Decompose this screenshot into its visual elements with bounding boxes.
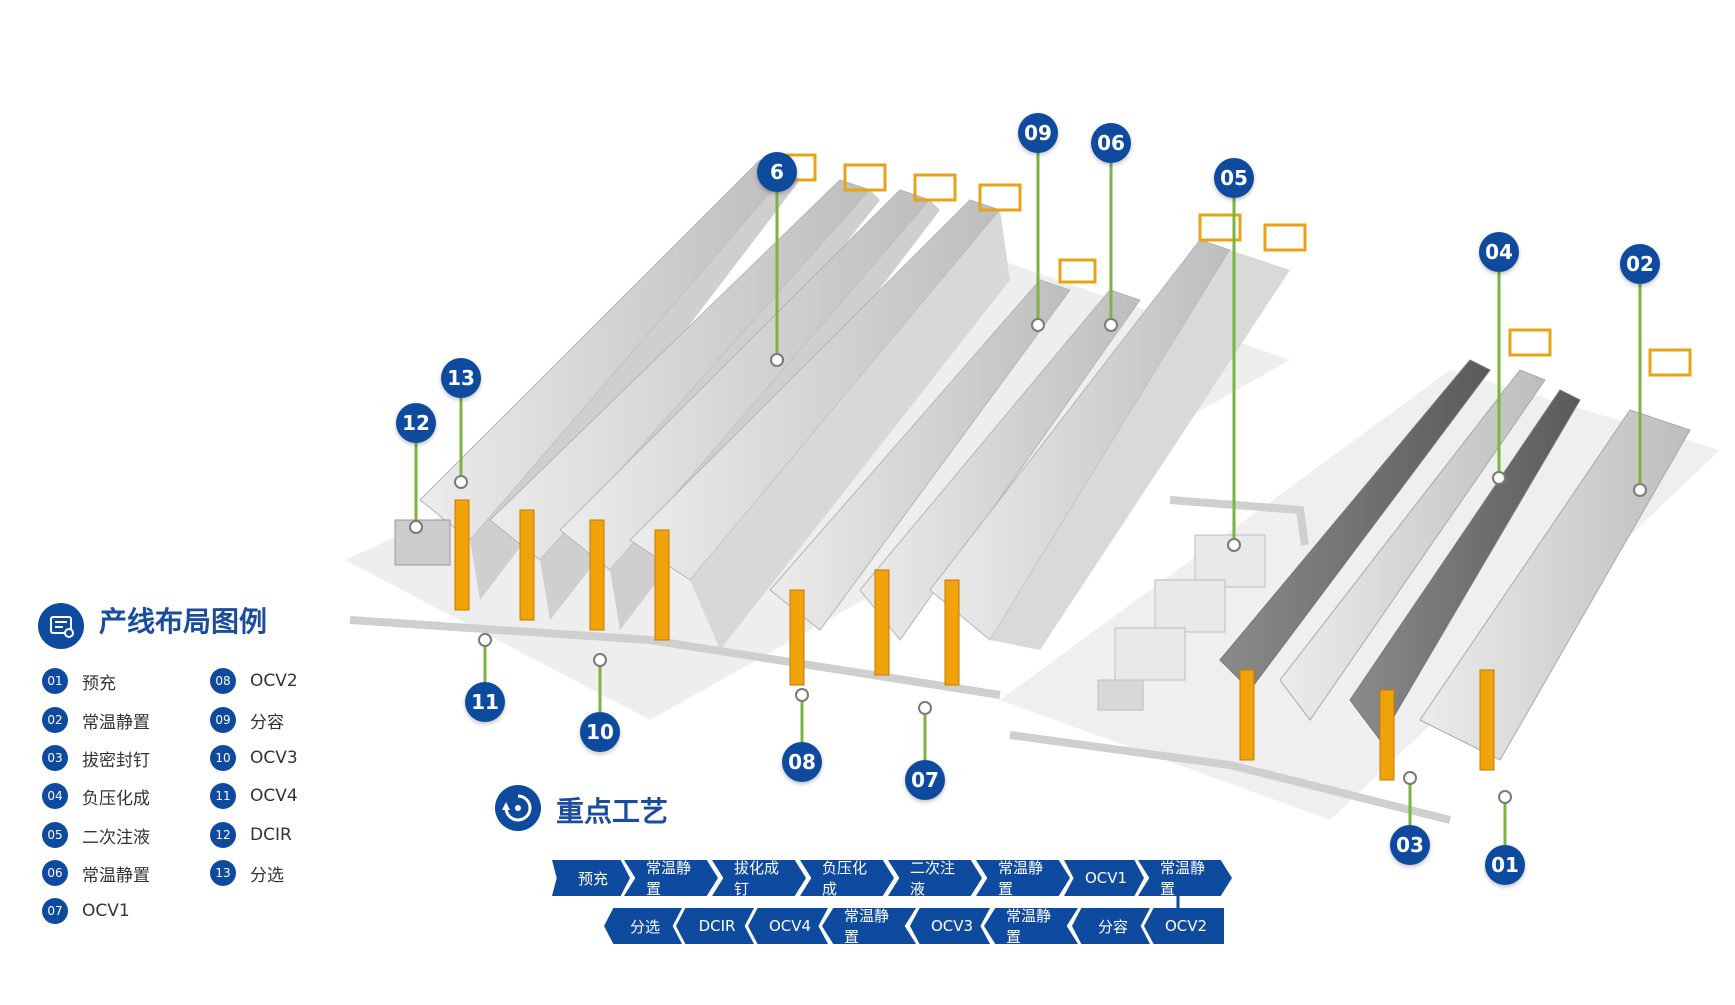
legend-item: 04 负压化成 [42, 783, 150, 809]
process-step: 拔化成钉 [712, 860, 806, 896]
process-step: 负压化成 [800, 860, 894, 896]
marker-03: 03 [1390, 825, 1430, 865]
process-icon [495, 785, 541, 831]
legend-label: OCV2 [250, 671, 298, 691]
process-step: 常温静置 [624, 860, 718, 896]
legend-icon [38, 603, 84, 649]
process-step: 常温静置 [976, 860, 1070, 896]
legend-num: 05 [42, 822, 68, 848]
marker-04: 04 [1479, 232, 1519, 272]
legend-item: 12 DCIR [210, 822, 292, 848]
legend-num: 08 [210, 668, 236, 694]
legend-item: 05 二次注液 [42, 822, 150, 848]
legend-num: 11 [210, 783, 236, 809]
process-step: OCV1 [1064, 860, 1144, 896]
marker-01: 01 [1485, 845, 1525, 885]
marker-6: 6 [757, 152, 797, 192]
legend-item: 03 拔密封钉 [42, 745, 150, 771]
rack-rows-left [419, 159, 1290, 650]
legend-item: 10 OCV3 [210, 745, 298, 771]
legend-label: 常温静置 [82, 865, 150, 886]
legend-label: DCIR [250, 825, 292, 845]
legend-label: 拔密封钉 [82, 750, 150, 771]
process-step: OCV4 [748, 908, 828, 944]
legend-label: 分选 [250, 865, 284, 886]
marker-10: 10 [580, 712, 620, 752]
legend-num: 12 [210, 822, 236, 848]
legend-num: 07 [42, 898, 68, 924]
process-step: 常温静置 [984, 908, 1078, 944]
process-title: 重点工艺 [556, 795, 669, 828]
marker-06: 06 [1091, 123, 1131, 163]
legend-title: 产线布局图例 [99, 605, 268, 638]
legend-label: OCV1 [82, 901, 130, 921]
legend-num: 06 [42, 860, 68, 886]
process-step: 常温静置 [1138, 860, 1232, 896]
process-step: 分选 [604, 908, 682, 944]
marker-02: 02 [1620, 244, 1660, 284]
leader-dots [409, 318, 1647, 804]
process-row-1: 预充 常温静置 拔化成钉 负压化成 二次注液 常温静置 OCV1 常温静置 [552, 860, 1232, 896]
legend-label: 二次注液 [82, 827, 150, 848]
legend-num: 03 [42, 745, 68, 771]
legend-item: 06 常温静置 [42, 860, 150, 886]
process-step: OCV2 [1144, 908, 1224, 944]
legend-item: 09 分容 [210, 707, 284, 733]
process-row-2: 分选 DCIR OCV4 常温静置 OCV3 常温静置 分容 OCV2 [604, 908, 1224, 944]
marker-08: 08 [782, 742, 822, 782]
marker-07: 07 [905, 760, 945, 800]
stacker-cranes [454, 499, 1495, 781]
legend-label: 常温静置 [82, 712, 150, 733]
process-step: 预充 [552, 860, 630, 896]
legend-item: 11 OCV4 [210, 783, 298, 809]
marker-09: 09 [1018, 113, 1058, 153]
legend-num: 02 [42, 707, 68, 733]
legend-num: 13 [210, 860, 236, 886]
legend-label: OCV4 [250, 786, 298, 806]
marker-11: 11 [465, 682, 505, 722]
marker-12: 12 [396, 403, 436, 443]
legend-item: 13 分选 [210, 860, 284, 886]
process-step: 常温静置 [822, 908, 916, 944]
conveyors [349, 496, 1451, 824]
legend-num: 04 [42, 783, 68, 809]
legend-label: 预充 [82, 673, 116, 694]
legend-item: 02 常温静置 [42, 707, 150, 733]
legend-label: 负压化成 [82, 788, 150, 809]
legend-num: 10 [210, 745, 236, 771]
legend-label: 分容 [250, 712, 284, 733]
process-step: 二次注液 [888, 860, 982, 896]
legend-num: 01 [42, 668, 68, 694]
legend-item: 07 OCV1 [42, 898, 130, 924]
marker-05: 05 [1214, 158, 1254, 198]
legend-item: 01 预充 [42, 668, 116, 694]
marker-13: 13 [441, 358, 481, 398]
process-step: OCV3 [910, 908, 990, 944]
legend-num: 09 [210, 707, 236, 733]
legend-label: OCV3 [250, 748, 298, 768]
process-step: DCIR [676, 908, 754, 944]
leader-lines [414, 152, 1642, 845]
legend-item: 08 OCV2 [210, 668, 298, 694]
process-step: 分容 [1072, 908, 1150, 944]
